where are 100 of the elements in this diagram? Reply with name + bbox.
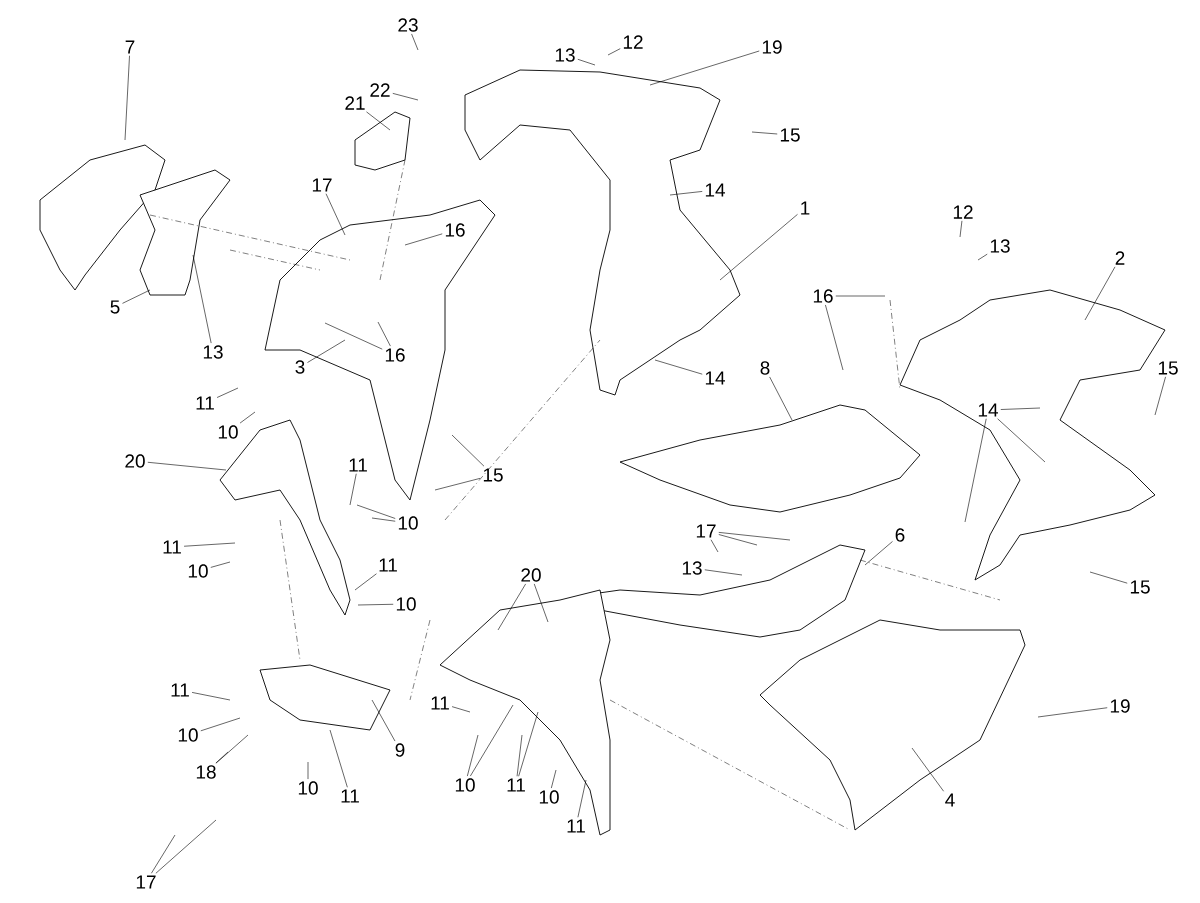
- leader-line: [911, 747, 944, 792]
- leader-line: [718, 534, 758, 546]
- leader-line: [451, 706, 471, 713]
- callout-number: 10: [398, 516, 418, 530]
- callout-number: 11: [341, 789, 359, 803]
- leader-line: [751, 131, 778, 135]
- callout-number: 16: [385, 348, 405, 362]
- callout-number: 13: [555, 48, 575, 62]
- leader-line: [124, 55, 130, 141]
- leader-line: [183, 542, 236, 547]
- leader-line: [200, 717, 241, 732]
- leader-line: [307, 339, 346, 363]
- callout-number: 11: [171, 683, 189, 697]
- leader-line: [377, 321, 391, 347]
- leader-line: [366, 111, 391, 131]
- leader-line: [371, 517, 396, 522]
- leader-line: [354, 573, 377, 591]
- leader-line: [307, 761, 309, 780]
- leader-line: [216, 387, 239, 398]
- leader-line: [451, 434, 485, 467]
- callout-number: 6: [895, 528, 905, 542]
- leader-line: [533, 583, 549, 623]
- leader-line: [349, 473, 357, 506]
- callout-number: 11: [163, 540, 181, 554]
- leader-line: [497, 583, 526, 631]
- callout-number: 9: [395, 743, 405, 757]
- leader-line: [1000, 407, 1041, 410]
- callout-number: 11: [431, 696, 449, 710]
- leader-line: [977, 253, 988, 261]
- leader-line: [718, 532, 791, 541]
- callout-number: 2: [1115, 251, 1125, 265]
- callout-number: 17: [312, 178, 332, 192]
- callout-number: 20: [125, 454, 145, 468]
- leader-line: [356, 504, 396, 519]
- leader-line: [147, 461, 227, 471]
- leader-line: [434, 478, 481, 491]
- leader-line: [669, 191, 703, 196]
- callout-number: 11: [196, 396, 214, 410]
- callout-number: 17: [136, 875, 156, 889]
- callout-number: 14: [705, 183, 725, 197]
- leader-line: [864, 541, 893, 566]
- leader-line: [607, 48, 621, 56]
- leader-line: [192, 254, 212, 344]
- leader-line: [404, 233, 443, 246]
- leader-line: [997, 418, 1046, 463]
- callout-number: 5: [110, 300, 120, 314]
- leader-line: [371, 699, 396, 742]
- leader-line: [835, 295, 886, 297]
- leader-line: [329, 729, 348, 788]
- leader-line: [577, 779, 587, 818]
- callout-number: 15: [483, 468, 503, 482]
- leader-line: [959, 220, 963, 238]
- callout-number: 22: [370, 83, 390, 97]
- callout-number: 3: [295, 360, 305, 374]
- leader-line: [710, 539, 719, 553]
- callout-number: 17: [696, 524, 716, 538]
- callout-number: 23: [398, 18, 418, 32]
- callout-number: 10: [396, 597, 416, 611]
- callout-number: 16: [813, 289, 833, 303]
- leader-line: [122, 289, 151, 304]
- leader-line: [1037, 707, 1108, 718]
- leader-line: [191, 692, 231, 701]
- leader-line: [719, 214, 798, 281]
- leader-line: [825, 304, 844, 371]
- leader-line: [654, 359, 703, 375]
- callout-number: 19: [1110, 699, 1130, 713]
- callout-number: 11: [349, 458, 367, 472]
- callout-number: 10: [539, 790, 559, 804]
- leader-line: [392, 93, 419, 101]
- callout-number: 20: [521, 568, 541, 582]
- callout-number: 10: [455, 778, 475, 792]
- callout-number: 16: [445, 223, 465, 237]
- callout-number: 15: [780, 128, 800, 142]
- callout-number: 11: [567, 819, 585, 833]
- callout-number: 14: [978, 403, 998, 417]
- leader-line: [1084, 266, 1116, 321]
- callout-number: 4: [945, 793, 955, 807]
- callout-number: 14: [705, 371, 725, 385]
- leader-line: [577, 58, 596, 66]
- leader-line: [411, 33, 419, 51]
- callout-number: 12: [953, 205, 973, 219]
- callout-number: 10: [188, 564, 208, 578]
- callout-number: 8: [760, 361, 770, 375]
- callout-number: 13: [682, 561, 702, 575]
- callout-number: 13: [990, 239, 1010, 253]
- callout-number: 10: [218, 425, 238, 439]
- leader-line: [516, 734, 523, 777]
- callout-number: 1: [801, 201, 810, 215]
- callout-number: 15: [1158, 361, 1178, 375]
- callout-number: 21: [345, 96, 365, 110]
- leader-line: [467, 734, 479, 777]
- leader-line: [518, 711, 539, 777]
- leader-line: [325, 193, 346, 236]
- callout-number: 13: [203, 345, 223, 359]
- callout-number: 11: [507, 778, 525, 792]
- leader-line: [215, 734, 249, 764]
- leader-line: [215, 751, 229, 764]
- leader-line: [964, 418, 987, 523]
- leader-line: [1089, 571, 1128, 584]
- callout-number: 19: [762, 40, 782, 54]
